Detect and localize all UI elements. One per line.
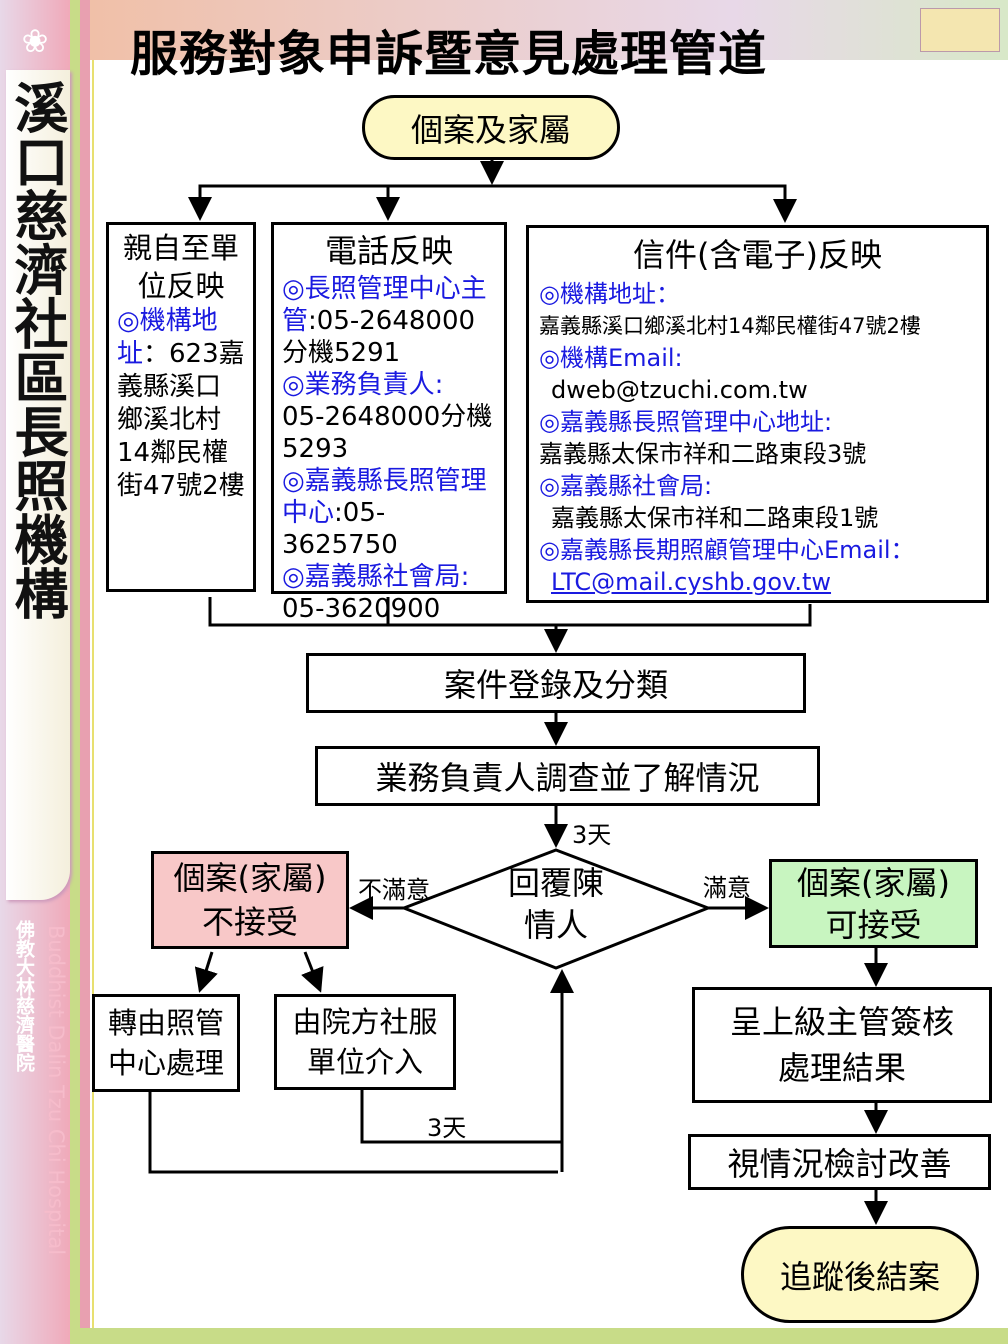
in-person-title: 親自至單位反映 (122, 231, 239, 303)
social-service-node: 由院方社服單位介入 (274, 994, 456, 1090)
phone-label-3: ◎嘉義縣長照管理中心 (282, 466, 487, 528)
org-title: 溪口慈濟社區長照機構 (5, 80, 68, 620)
mail-label-4: ◎嘉義縣社會局: (539, 472, 713, 500)
close-node: 追蹤後結案 (741, 1226, 979, 1323)
in-person-addr-label: ◎機構地址 (117, 306, 218, 369)
in-person-addr: ：623嘉義縣溪口鄉溪北村14鄰民權街47號2樓 (117, 339, 245, 501)
header-band (90, 0, 1008, 60)
reply-decision: 回覆陳情人 (507, 864, 604, 944)
sidebar-panel (6, 70, 70, 900)
report-node: 呈上級主管簽核處理結果 (692, 987, 992, 1103)
mail-value-3: 嘉義縣太保市祥和二路東段3號 (539, 440, 867, 468)
days-label-2: 3天 (427, 1114, 467, 1142)
unsatisfied-label: 不滿意 (358, 876, 430, 904)
phone-value-1: :05-2648000分機5291 (282, 306, 476, 368)
mail-label-3: ◎嘉義縣長照管理中心地址: (539, 408, 833, 436)
bottom-band (72, 1328, 1008, 1344)
phone-title: 電話反映 (324, 232, 453, 270)
mail-title: 信件(含電子)反映 (633, 236, 882, 274)
hospital-name-zh: 佛教大林慈濟醫院 (13, 920, 35, 1072)
channel-phone: 電話反映 ◎長照管理中心主管:05-2648000分機5291 ◎業務負責人:0… (271, 222, 507, 624)
phone-value-2: 05-2648000分機5293 (282, 402, 493, 464)
days-label-1: 3天 (572, 821, 612, 849)
investigate-step: 業務負責人調查並了解情況 (315, 746, 820, 806)
channel-in-person: 親自至單位反映 ◎機構地址：623嘉義縣溪口鄉溪北村14鄰民權街47號2樓 (106, 222, 256, 592)
hospital-name-en: Buddhist Dalin Tzu Chi Hospital (44, 925, 68, 1256)
satisfied-label: 滿意 (703, 874, 751, 902)
transfer-node: 轉由照管中心處理 (92, 994, 240, 1092)
register-step: 案件登錄及分類 (306, 653, 806, 713)
phone-value-4: 05-3620900 (282, 594, 441, 624)
mail-label-5: ◎嘉義縣長期照顧管理中心Email： (539, 536, 915, 564)
mail-label-2: ◎機構Email: (539, 344, 683, 372)
phone-value-3: :05-3625750 (282, 498, 398, 560)
channel-mail: 信件(含電子)反映 ◎機構地址： 嘉義縣溪口鄉溪北村14鄰民權街47號2樓 ◎機… (526, 225, 989, 603)
building-icon (920, 8, 1000, 52)
page-title: 服務對象申訴暨意見處理管道 (130, 26, 768, 82)
ltc-email-link[interactable]: LTC@mail.cyshb.gov.tw (551, 568, 832, 596)
phone-label-1: ◎長照管理中心主管 (282, 274, 487, 336)
start-node: 個案及家屬 (362, 95, 620, 160)
mail-value-2: dweb@tzuchi.com.tw (551, 376, 808, 404)
accept-node: 個案(家屬)可接受 (769, 859, 978, 948)
reject-node: 個案(家屬)不接受 (151, 851, 349, 949)
phone-label-2: ◎業務負責人: (282, 370, 444, 400)
mail-label-1: ◎機構地址： (539, 280, 680, 308)
sidebar-strip (70, 0, 90, 1344)
mail-value-1: 嘉義縣溪口鄉溪北村14鄰民權街47號2樓 (539, 314, 921, 338)
improve-node: 視情況檢討改善 (688, 1134, 991, 1190)
mail-value-4: 嘉義縣太保市祥和二路東段1號 (551, 504, 879, 532)
lotus-logo-icon: ❀ (21, 22, 49, 60)
phone-label-4: ◎嘉義縣社會局: (282, 562, 470, 592)
